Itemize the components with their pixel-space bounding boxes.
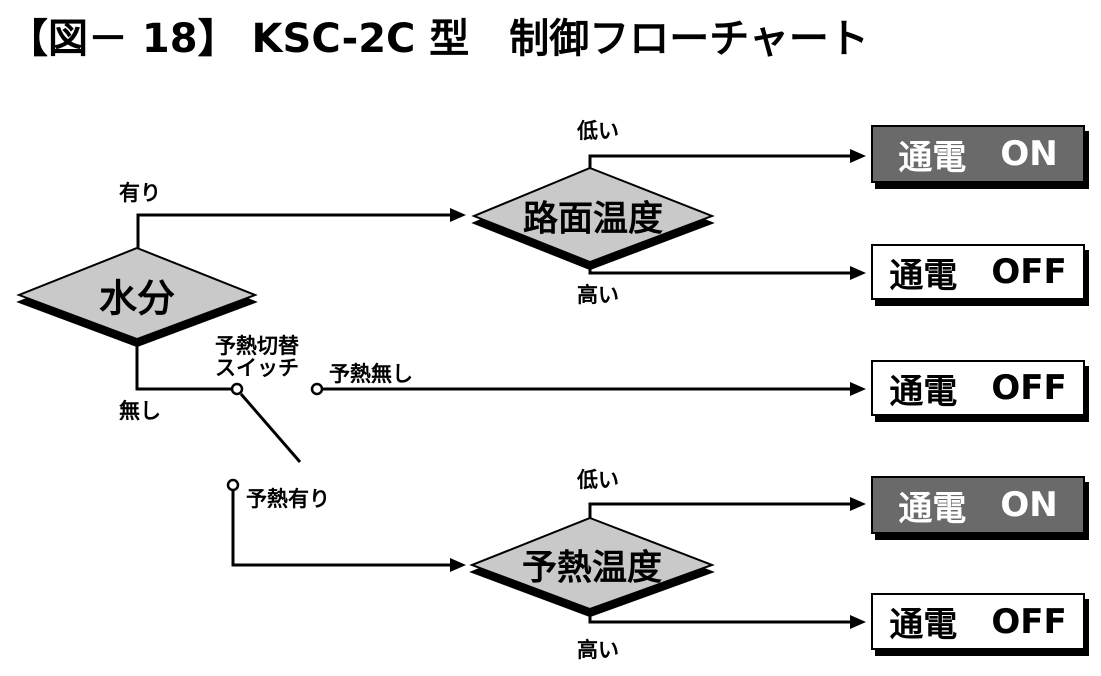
output-box-jp-label: 通電 <box>898 137 967 178</box>
switch-label: 予熱切替 スイッチ <box>215 335 299 379</box>
arrowhead-into-off-box-2 <box>850 382 866 396</box>
connector-road-low <box>588 154 852 170</box>
preheat-temp-diamond-label: 予熱温度 <box>521 548 663 589</box>
output-box-jp-label: 通電 <box>889 371 958 412</box>
arrowhead-into-on-box-2 <box>850 497 866 511</box>
branch-label-preheat-yes: 予熱有り <box>246 487 330 511</box>
moisture-diamond <box>16 246 258 348</box>
switch-label-line2: スイッチ <box>215 356 299 381</box>
connector-preheat-yes <box>231 490 452 567</box>
connector-road-high <box>588 260 852 275</box>
output-box-jp-label: 通電 <box>898 488 967 529</box>
arrowhead-into-off-box-1 <box>850 266 866 280</box>
output-box-power-on-1: 通電 ON <box>871 125 1085 183</box>
branch-label-road-high: 高い <box>577 283 619 307</box>
branch-label-preheat-low: 低い <box>577 468 619 492</box>
output-box-power-off-3: 通電 OFF <box>871 593 1085 650</box>
branch-label-road-low: 低い <box>577 119 619 143</box>
output-box-state: OFF <box>991 252 1067 292</box>
output-box-state: OFF <box>991 601 1067 642</box>
road-temp-diamond-face <box>471 166 715 264</box>
output-box-jp-label: 通電 <box>889 255 958 296</box>
switch-contact-preheat-none <box>310 382 324 396</box>
output-box-state: OFF <box>991 368 1067 408</box>
moisture-diamond-label: 水分 <box>98 276 176 321</box>
arrowhead-into-road-temp <box>450 208 466 222</box>
connector-moisture-no <box>135 337 231 391</box>
switch-pivot-contact <box>230 382 244 396</box>
output-box-state: ON <box>1000 485 1058 525</box>
connector-preheat-high <box>588 606 852 624</box>
branch-label-preheat-none: 予熱無し <box>329 362 413 386</box>
switch-blade <box>239 393 302 463</box>
connector-moisture-yes <box>136 213 450 250</box>
output-box-jp-label: 通電 <box>889 605 958 645</box>
arrowhead-into-preheat-temp <box>450 558 466 572</box>
preheat-temp-diamond <box>469 516 715 618</box>
switch-contact-preheat-yes <box>226 478 240 492</box>
road-temp-diamond-label: 路面温度 <box>522 199 664 240</box>
preheat-temp-diamond-face <box>469 516 715 611</box>
output-box-state: ON <box>1000 134 1058 174</box>
arrowhead-into-off-box-3 <box>850 615 866 629</box>
moisture-diamond-face <box>16 246 258 341</box>
output-box-power-on-2: 通電 ON <box>871 476 1085 534</box>
branch-label-preheat-high: 高い <box>577 638 619 662</box>
output-box-power-off-1: 通電 OFF <box>871 244 1085 300</box>
output-box-power-off-2: 通電 OFF <box>871 360 1085 416</box>
branch-label-moisture-no: 無し <box>119 399 161 423</box>
switch-label-line1: 予熱切替 <box>215 334 299 358</box>
branch-label-moisture-yes: 有り <box>119 181 161 205</box>
connector-preheat-low <box>588 502 852 520</box>
arrowhead-into-on-box-1 <box>850 149 866 163</box>
road-temp-diamond <box>471 166 715 271</box>
figure-title: 【図－ 18】 KSC-2C 型 制御フローチャート <box>8 16 869 62</box>
